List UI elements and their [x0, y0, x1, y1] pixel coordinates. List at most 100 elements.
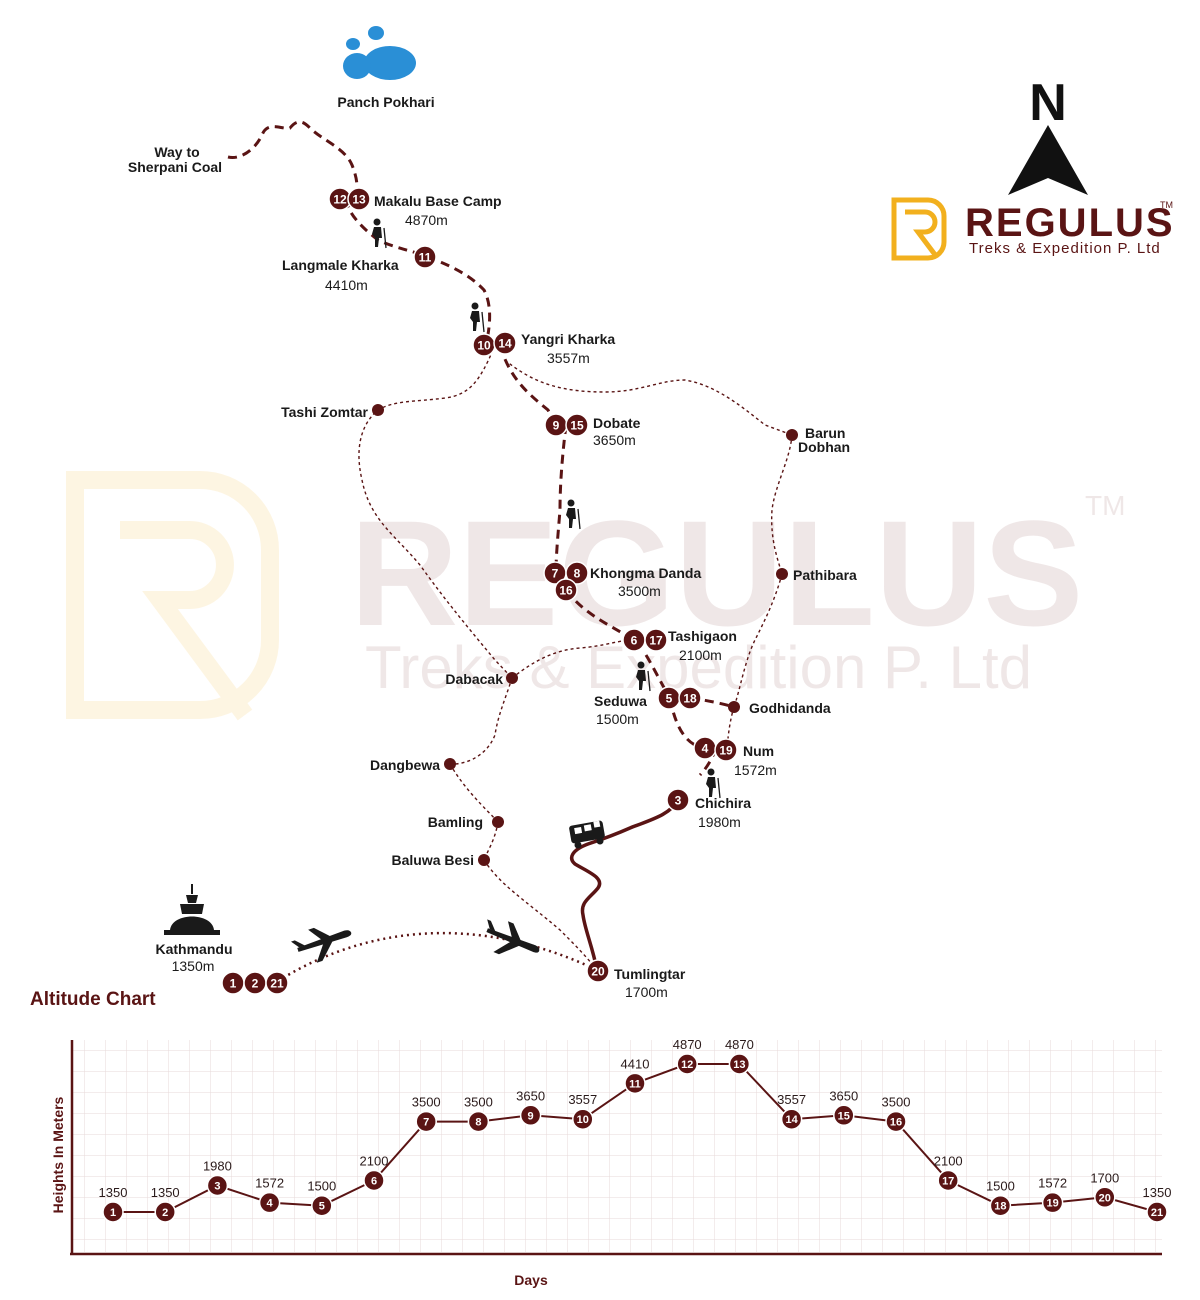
data-label: 1572 — [255, 1176, 284, 1191]
data-point — [989, 1194, 1012, 1217]
day-marker-1: 1 — [221, 971, 245, 995]
compass-label: N — [1029, 74, 1067, 132]
data-point — [311, 1194, 333, 1217]
data-point — [780, 1108, 803, 1130]
svg-text:13: 13 — [352, 193, 366, 207]
data-point — [1041, 1191, 1064, 1214]
watermark-logo-icon — [66, 471, 279, 721]
hiker-icon — [470, 302, 485, 333]
svg-text:Chichira: Chichira — [695, 795, 751, 811]
day-marker-6: 6 — [622, 628, 646, 652]
svg-text:Yangri Kharka: Yangri Kharka — [521, 331, 615, 347]
svg-text:Dabacak: Dabacak — [445, 671, 503, 687]
data-point — [676, 1053, 698, 1075]
data-label: 3557 — [568, 1092, 597, 1107]
data-label: 1980 — [203, 1159, 232, 1174]
place-label-yangri: Yangri Kharka 3557m — [521, 331, 615, 366]
place-label-sherpani: Way to Sherpani Coal — [128, 144, 222, 175]
svg-text:Barun: Barun — [805, 425, 845, 441]
day-tick-label: 9 — [528, 1110, 534, 1122]
alternate-routes — [358, 349, 793, 971]
place-label-dabacak: Dabacak — [445, 671, 503, 687]
data-point — [102, 1201, 124, 1223]
place-label-pathibara: Pathibara — [793, 567, 857, 583]
svg-text:Num: Num — [743, 743, 774, 759]
svg-text:17: 17 — [649, 634, 663, 648]
svg-text:1: 1 — [230, 977, 237, 991]
day-marker-16: 16 — [554, 578, 578, 602]
data-label: 1572 — [1038, 1176, 1067, 1191]
watermark-tagline: Treks & Expedition P. Ltd — [365, 634, 1032, 701]
day-tick-label: 17 — [942, 1175, 954, 1187]
day-marker-19: 19 — [714, 738, 738, 762]
place-label-kathmandu: Kathmandu 1350m — [156, 941, 233, 974]
svg-text:Langmale Kharka: Langmale Kharka — [282, 257, 399, 273]
day-tick-label: 19 — [1046, 1198, 1058, 1210]
place-label-langmale: Langmale Kharka 4410m — [282, 257, 399, 293]
place-label-num: Num 1572m — [734, 743, 777, 778]
svg-text:4870m: 4870m — [405, 212, 448, 228]
place-label-seduwa: Seduwa 1500m — [594, 693, 647, 727]
day-tick-label: 10 — [577, 1114, 589, 1126]
day-marker-14: 14 — [493, 331, 517, 355]
day-marker-10: 10 — [472, 333, 496, 357]
data-point — [728, 1053, 751, 1075]
place-label-baluwa-besi: Baluwa Besi — [392, 852, 474, 868]
day-marker-9: 9 — [544, 413, 568, 437]
watermark: REGULUS Treks & Expedition P. Ltd TM — [66, 471, 1125, 721]
data-label: 3650 — [829, 1088, 858, 1103]
svg-text:18: 18 — [683, 692, 697, 706]
svg-text:Tashigaon: Tashigaon — [668, 628, 737, 644]
svg-text:2100m: 2100m — [679, 647, 722, 663]
chart-grid — [72, 1040, 1162, 1252]
svg-text:2: 2 — [252, 977, 259, 991]
svg-text:21: 21 — [270, 977, 284, 991]
svg-text:Dobate: Dobate — [593, 415, 641, 431]
hiker-icon — [372, 218, 387, 249]
place-dots — [372, 404, 798, 866]
data-point — [1094, 1186, 1116, 1209]
data-point — [572, 1108, 594, 1130]
svg-text:3: 3 — [675, 794, 682, 808]
svg-text:1500m: 1500m — [596, 711, 639, 727]
day-tick-label: 4 — [267, 1198, 274, 1210]
svg-text:11: 11 — [419, 251, 432, 265]
data-point — [937, 1169, 959, 1192]
data-label: 2100 — [934, 1153, 963, 1168]
stupa-icon — [164, 884, 220, 935]
svg-text:3500m: 3500m — [618, 583, 661, 599]
svg-text:7: 7 — [552, 567, 559, 581]
svg-text:1350m: 1350m — [172, 958, 215, 974]
svg-text:Pathibara: Pathibara — [793, 567, 857, 583]
svg-text:1980m: 1980m — [698, 814, 741, 830]
data-label: 3500 — [882, 1095, 911, 1110]
data-label: 4870 — [725, 1037, 754, 1052]
hiker-icon — [706, 768, 721, 799]
svg-text:14: 14 — [498, 337, 512, 351]
watermark-tm: TM — [1085, 490, 1125, 521]
svg-text:4410m: 4410m — [325, 277, 368, 293]
day-marker-8: 8 — [565, 561, 589, 585]
svg-text:Tumlingtar: Tumlingtar — [614, 966, 686, 982]
brand-tagline: Treks & Expedition P. Ltd — [969, 240, 1161, 257]
day-tick-label: 20 — [1099, 1192, 1111, 1204]
data-label: 4410 — [621, 1056, 650, 1071]
svg-text:Khongma Danda: Khongma Danda — [590, 565, 701, 581]
data-point — [415, 1110, 437, 1133]
place-label-khongma: Khongma Danda 3500m — [590, 565, 701, 599]
svg-text:Dobhan: Dobhan — [798, 439, 850, 455]
brand-logo-icon — [891, 197, 947, 261]
day-marker-15: 15 — [565, 413, 589, 437]
data-label: 3500 — [464, 1095, 493, 1110]
place-label-chichira: Chichira 1980m — [695, 795, 751, 830]
svg-text:19: 19 — [719, 744, 733, 758]
data-label: 1700 — [1090, 1170, 1119, 1185]
data-label: 3500 — [412, 1095, 441, 1110]
data-label: 3557 — [777, 1092, 806, 1107]
airplane-icon — [486, 919, 540, 955]
data-point — [1146, 1201, 1168, 1223]
day-tick-label: 2 — [162, 1207, 168, 1219]
svg-text:20: 20 — [591, 965, 605, 979]
